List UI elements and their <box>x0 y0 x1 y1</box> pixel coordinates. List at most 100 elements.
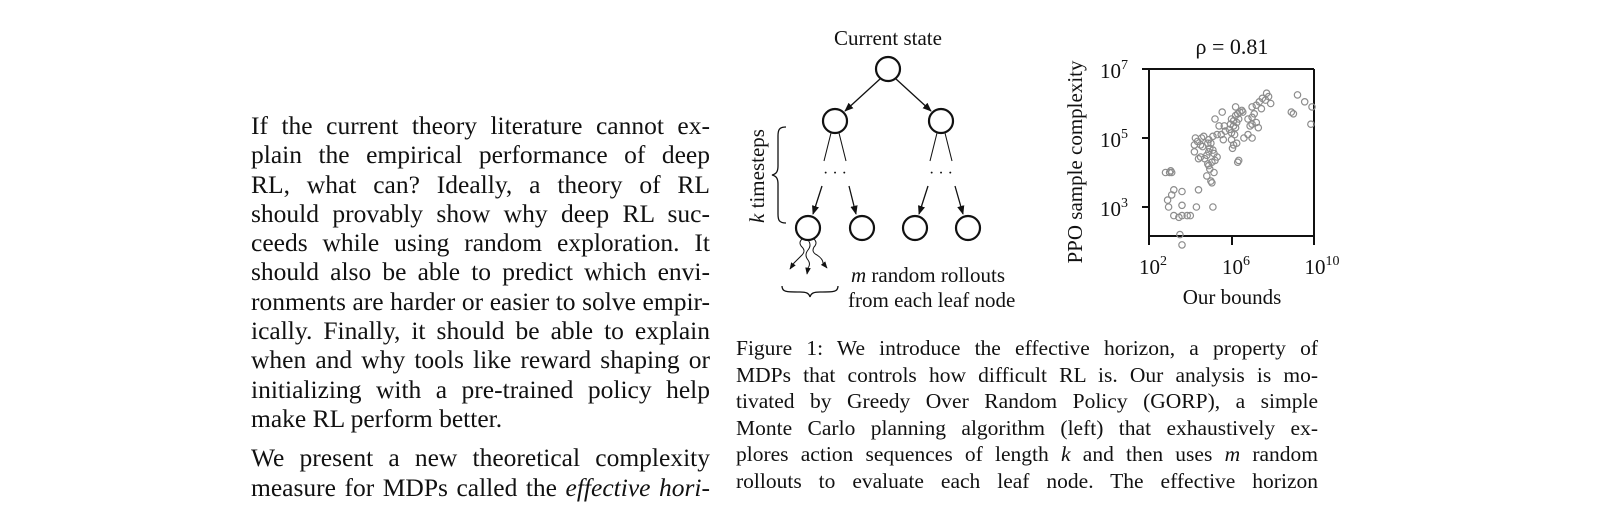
scatter-point <box>1204 139 1212 148</box>
scatter-point <box>1248 113 1256 122</box>
rollout-label-line1: m random rollouts <box>851 263 1005 287</box>
scatter-point <box>1244 115 1252 123</box>
body-text-column: If the current theory literature cannot … <box>251 111 710 502</box>
scatter-point <box>1254 123 1263 132</box>
scatter-point <box>1287 108 1296 116</box>
scatter-point <box>1190 148 1199 156</box>
scatter-point <box>1219 135 1228 144</box>
edge-arrow <box>812 185 823 215</box>
scatter-point <box>1186 211 1195 220</box>
text-line: should also be able to predict which env… <box>251 257 710 287</box>
scatter-point <box>1239 108 1247 116</box>
leaf-node <box>901 214 929 242</box>
text-line: when and why tools like reward shaping o… <box>251 345 710 375</box>
text-line: should provably show why deep RL suc- <box>251 198 710 228</box>
scatter-point <box>1293 91 1302 99</box>
math-var: k <box>1061 442 1071 466</box>
edge-line <box>944 132 953 162</box>
tree-node <box>927 107 955 135</box>
scatter-point <box>1231 123 1240 132</box>
x-tick-label: 102 <box>1139 254 1167 279</box>
caption-line: rollouts to evaluate each leaf node. The… <box>736 468 1318 493</box>
scatter-point <box>1178 201 1186 210</box>
scatter-point <box>1178 211 1186 220</box>
edge-arrow <box>918 185 929 215</box>
root-label: Current state <box>834 26 942 50</box>
scatter-point <box>1211 115 1219 123</box>
scatter-point <box>1164 203 1173 211</box>
scatter-point <box>1209 132 1217 141</box>
scatter-point <box>1213 153 1221 161</box>
text-line: RL, what can? Ideally, a theory of RL <box>251 169 710 199</box>
scatter-point <box>1192 203 1201 211</box>
scatter-point <box>1209 146 1217 154</box>
scatter-point <box>1215 122 1223 130</box>
text-fragment: and then uses <box>1070 442 1225 466</box>
tree-node <box>821 107 849 135</box>
scatter-point <box>1300 98 1309 106</box>
scatter-point <box>1207 139 1215 148</box>
scatter-point <box>1170 186 1178 194</box>
scatter-point <box>1248 134 1256 142</box>
scatter-point <box>1307 120 1315 129</box>
edge-line <box>838 132 847 162</box>
ellipsis: · · · <box>823 165 847 182</box>
text-fragment: plores action sequences of length <box>736 442 1062 466</box>
text-line: If the current theory literature cannot … <box>251 111 710 140</box>
scatter-point <box>1236 108 1244 116</box>
scatter-point <box>1194 186 1203 194</box>
rollout-arrow <box>812 238 828 269</box>
scatter-point <box>1167 168 1176 177</box>
gorp-tree-diagram: Current state · · · · · · k timesteps m … <box>745 26 1015 312</box>
scatter-point <box>1246 122 1254 130</box>
text-line: make RL perform better. <box>251 403 503 433</box>
edge-line <box>823 132 832 162</box>
x-axis-label: Our bounds <box>1183 285 1282 309</box>
scatter-point <box>1170 211 1178 220</box>
scatter-point <box>1205 161 1213 170</box>
plot-title: ρ = 0.81 <box>1196 34 1269 59</box>
rollout-arrow <box>805 239 811 275</box>
scatter-point <box>1232 118 1241 127</box>
scatter-point <box>1183 211 1192 220</box>
paragraph-2: We present a new theoretical complexity … <box>251 443 710 502</box>
x-tick-label: 106 <box>1222 254 1250 279</box>
scatter-point <box>1209 203 1217 211</box>
text-line: measure for MDPs called the effective ho… <box>251 473 710 502</box>
text-fragment: measure for MDPs called the <box>251 472 566 502</box>
y-tick-label: 103 <box>1100 196 1128 221</box>
scatter-point <box>1165 168 1174 177</box>
x-tick-label: 1010 <box>1305 254 1340 279</box>
scatter-point <box>1199 132 1208 141</box>
leaf-node <box>848 214 876 242</box>
text-line: ceeds while using random exploration. It <box>251 228 710 258</box>
caption-line: plores action sequences of length k and … <box>736 441 1318 468</box>
edge-arrow <box>844 78 881 112</box>
leaf-node <box>794 214 822 242</box>
y-axis-label: PPO sample complexity <box>1063 60 1087 263</box>
leaf-node <box>954 214 982 242</box>
depth-brace <box>771 126 787 224</box>
scatter-point <box>1261 96 1270 104</box>
y-tick-label: 105 <box>1100 127 1128 152</box>
text-line: initializing with a pre-trained policy h… <box>251 374 710 404</box>
scatter-point <box>1178 241 1186 249</box>
scatter-point <box>1176 230 1184 239</box>
scatter-point <box>1210 168 1218 177</box>
scatter-point <box>1178 187 1186 196</box>
scatter-point <box>1234 156 1243 165</box>
scatter-point <box>1266 99 1275 108</box>
edge-arrow <box>895 78 932 112</box>
scatter-point <box>1232 139 1241 148</box>
rollout-brace <box>781 285 839 298</box>
figure-caption: Figure 1: We introduce the effective hor… <box>736 335 1318 494</box>
emphasized-term: effective hori- <box>565 472 710 502</box>
scatter-point <box>1207 177 1215 185</box>
rollout-label-line2: from each leaf node <box>848 288 1015 312</box>
edge-line <box>929 132 938 162</box>
scatter-point <box>1198 142 1207 151</box>
text-line: We present a new theoretical complexity <box>251 443 710 473</box>
scatter-points <box>1161 89 1316 249</box>
math-var: m <box>1224 442 1241 466</box>
scatter-point <box>1257 104 1266 113</box>
